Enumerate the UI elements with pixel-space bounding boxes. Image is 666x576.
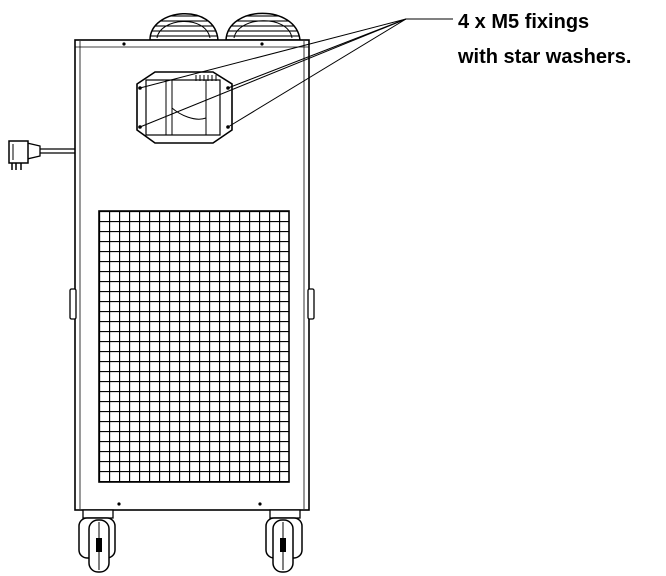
bottom-screw-left bbox=[117, 502, 121, 506]
condenser-grille bbox=[98, 210, 290, 483]
top-screw-left bbox=[122, 42, 126, 46]
exhaust-flange bbox=[136, 71, 233, 144]
callout-line-2: with star washers. bbox=[457, 46, 631, 68]
side-handle-left bbox=[69, 288, 77, 320]
castor-wheel-left bbox=[78, 509, 116, 573]
power-cable-plug bbox=[8, 140, 75, 170]
duct-hose-right bbox=[225, 12, 301, 41]
callout-line-1: 4 x M5 fixings bbox=[458, 11, 589, 33]
top-screw-right bbox=[260, 42, 264, 46]
castor-wheel-right bbox=[265, 509, 303, 573]
side-handle-right bbox=[307, 288, 315, 320]
bottom-screw-right bbox=[258, 502, 262, 506]
duct-hose-left bbox=[149, 13, 219, 41]
callout-leaders bbox=[139, 18, 453, 128]
flange-teeth bbox=[195, 75, 217, 81]
